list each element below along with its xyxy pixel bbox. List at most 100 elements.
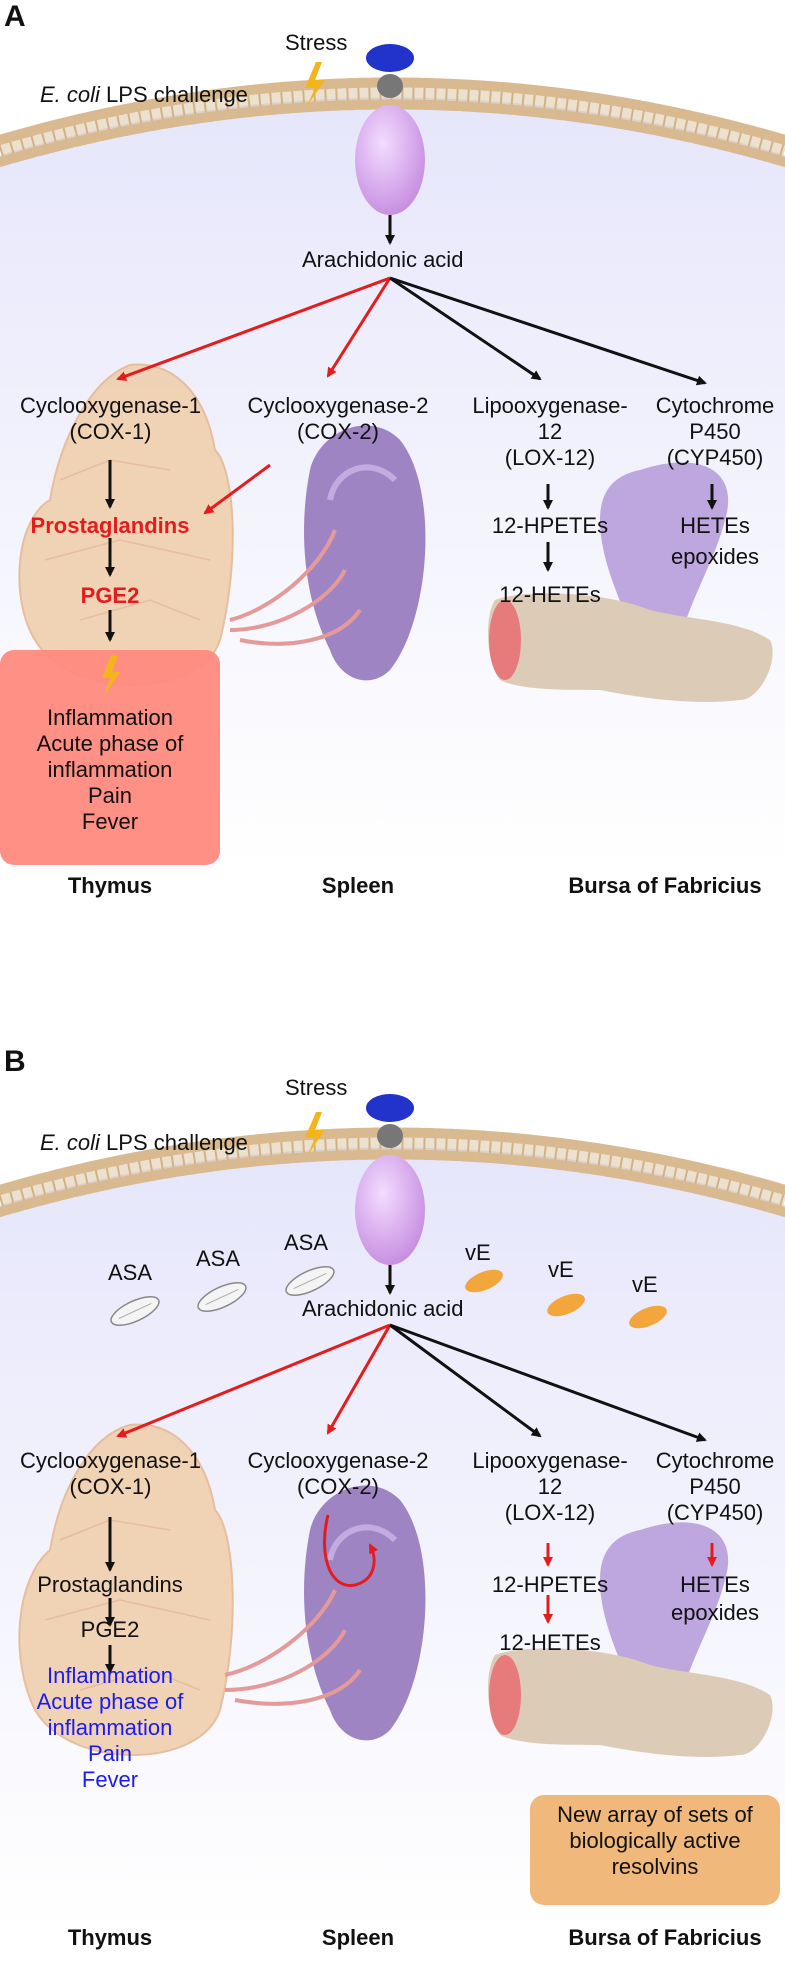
arrow-aa-lox	[389, 276, 542, 381]
asa-pill-icon	[197, 1282, 247, 1312]
bursa-organ	[488, 462, 773, 702]
cox2-abbr: (COX-2)	[297, 1473, 379, 1499]
lox12-line-3: (LOX-12)	[504, 1499, 596, 1525]
effect-inflammation-2: inflammation	[47, 1714, 173, 1740]
effect-fever: Fever	[81, 1766, 139, 1792]
stress-label: Stress	[285, 1075, 348, 1100]
pge2-label: PGE2	[80, 1617, 140, 1642]
asa-pill-icon	[110, 1296, 160, 1326]
cyp450-line-1: Cytochrome	[655, 1448, 775, 1473]
effect-pain: Pain	[87, 1740, 133, 1766]
prostaglandins-label: Prostaglandins	[30, 513, 190, 538]
thymus-label: Thymus	[67, 873, 153, 898]
cox2-name: Cyclooxygenase-2	[247, 1448, 429, 1473]
arrow-cox2-loop	[323, 1514, 379, 1587]
effect-pain: Pain	[87, 782, 133, 808]
lps-prefix: E. coli	[40, 82, 100, 107]
resolvins-text: New array of sets of biologically active…	[535, 1802, 775, 1880]
cyp450-line-2: P450	[689, 1473, 741, 1499]
lps-label: E. coli LPS challenge	[40, 1130, 248, 1156]
thymus-label: Thymus	[67, 1925, 153, 1950]
lightning-icon-small	[102, 655, 120, 696]
ve-label: vE	[465, 1240, 491, 1265]
lps-suffix: LPS challenge	[99, 1130, 248, 1155]
cox2-label: Cyclooxygenase-2 (COX-2)	[238, 393, 438, 445]
cox2-abbr: (COX-2)	[297, 418, 379, 444]
hetes-label: HETEs	[680, 513, 750, 538]
panel-a: A Stress E. coli LPS challenge Arachidon…	[0, 0, 785, 900]
cox2-name: Cyclooxygenase-2	[247, 393, 429, 418]
panel-letter: A	[4, 0, 26, 33]
lox12-line-1: Lipooxygenase-	[472, 393, 628, 418]
lox12-line-1: Lipooxygenase-	[472, 1448, 628, 1473]
arrow-aa-cyp	[389, 1323, 707, 1442]
cyp450-label: Cytochrome P450 (CYP450)	[650, 393, 780, 471]
ve-capsule-icon	[465, 1269, 503, 1293]
bursa-organ	[488, 1522, 773, 1757]
cox1-abbr: (COX-1)	[69, 418, 152, 444]
effect-acute-phase: Acute phase of	[36, 730, 184, 756]
effects-list: Inflammation Acute phase of inflammation…	[0, 705, 220, 835]
cyp450-line-3: (CYP450)	[666, 444, 764, 470]
arrow-aa-cox1	[116, 276, 391, 381]
asa-label: ASA	[284, 1230, 329, 1255]
ve-label: vE	[632, 1272, 658, 1297]
spleen-organ	[229, 425, 426, 681]
receptor	[355, 44, 425, 215]
asa-label: ASA	[108, 1260, 153, 1285]
resolvins-line-1: New array of sets of	[557, 1802, 753, 1827]
panel-b-artwork	[0, 1094, 785, 1930]
resolvins-line-2: biologically active	[569, 1827, 741, 1853]
cox1-abbr: (COX-1)	[69, 1473, 152, 1499]
epoxides-label: epoxides	[670, 544, 760, 569]
arachidonic-acid-label: Arachidonic acid	[302, 247, 464, 272]
spleen-label: Spleen	[321, 873, 395, 898]
arrow-aa-cyp	[389, 276, 707, 386]
panel-letter: B	[4, 1045, 26, 1078]
resolvins-box	[530, 1795, 780, 1905]
hpetes-label: 12-HPETEs	[491, 1572, 609, 1597]
ve-label: vE	[548, 1257, 574, 1282]
epoxides-label: epoxides	[670, 1600, 760, 1625]
receptor	[355, 1094, 425, 1265]
cox1-label: Cyclooxygenase-1 (COX-1)	[13, 393, 208, 445]
lox12-label: Lipooxygenase- 12 (LOX-12)	[465, 393, 635, 471]
arrow-aa-cox1	[116, 1323, 391, 1438]
resolvins-line-3: resolvins	[611, 1853, 699, 1879]
prostaglandins-label: Prostaglandins	[37, 1572, 183, 1597]
asa-pill-icon	[285, 1266, 335, 1296]
panel-b: B Stress E. coli LPS challenge ASA ASA A…	[0, 1045, 785, 1965]
lightning-icon	[305, 62, 325, 106]
lightning-icon	[305, 1112, 325, 1156]
stress-label: Stress	[285, 30, 348, 55]
bursa-label: Bursa of Fabricius	[568, 873, 762, 898]
lox12-line-2: 12	[537, 418, 563, 444]
cyp450-label: Cytochrome P450 (CYP450)	[650, 1448, 780, 1526]
cyp450-line-2: P450	[689, 418, 741, 444]
inflammation-box	[0, 650, 220, 865]
cox1-name: Cyclooxygenase-1	[20, 1448, 201, 1473]
lps-prefix: E. coli	[40, 1130, 100, 1155]
effect-inflammation-2: inflammation	[47, 756, 173, 782]
lox12-line-2: 12	[537, 1473, 563, 1499]
ve-capsule-icon	[547, 1293, 585, 1317]
asa-label: ASA	[196, 1246, 241, 1271]
spleen-label: Spleen	[321, 1925, 395, 1950]
arrow-aa-cox2	[326, 1324, 392, 1435]
hetes12-label: 12-HETEs	[499, 1630, 601, 1655]
thymus-organ	[18, 1423, 234, 1756]
effects-list: Inflammation Acute phase of inflammation…	[0, 1663, 220, 1793]
cox2-label: Cyclooxygenase-2 (COX-2)	[238, 1448, 438, 1500]
hetes12-label: 12-HETEs	[499, 582, 601, 607]
arrow-aa-cox2	[326, 277, 392, 378]
arrow-aa-lox	[389, 1323, 542, 1438]
cox1-label: Cyclooxygenase-1 (COX-1)	[13, 1448, 208, 1500]
cyp450-line-1: Cytochrome	[655, 393, 775, 418]
panel-a-artwork	[0, 44, 785, 870]
pge2-label: PGE2	[80, 583, 140, 608]
arachidonic-acid-label: Arachidonic acid	[302, 1296, 464, 1321]
ve-capsule-icon	[629, 1305, 667, 1329]
arrow-cox2-prostaglandins	[203, 463, 271, 515]
cox1-name: Cyclooxygenase-1	[20, 393, 201, 418]
effect-acute-phase: Acute phase of	[36, 1688, 184, 1714]
